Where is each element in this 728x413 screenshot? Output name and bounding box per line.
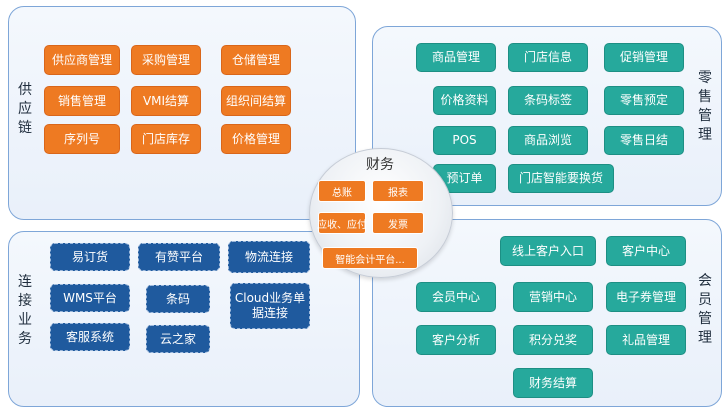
marketing-center-button[interactable]: 营销中心 bbox=[513, 282, 593, 312]
reports-button[interactable]: 报表 bbox=[372, 180, 424, 202]
warehouse-management-button[interactable]: 仓储管理 bbox=[221, 45, 291, 75]
financial-settlement-button[interactable]: 财务结算 bbox=[513, 368, 593, 398]
retail-title: 零售管理 bbox=[698, 70, 712, 143]
store-info-button[interactable]: 门店信息 bbox=[508, 43, 588, 72]
price-data-button[interactable]: 价格资料 bbox=[433, 86, 496, 115]
invoice-button[interactable]: 发票 bbox=[372, 212, 424, 234]
connect-title: 连接业务 bbox=[18, 274, 32, 347]
product-management-button[interactable]: 商品管理 bbox=[416, 43, 496, 72]
gift-management-button[interactable]: 礼品管理 bbox=[606, 325, 686, 355]
serial-number-button[interactable]: 序列号 bbox=[44, 124, 120, 154]
general-ledger-button[interactable]: 总账 bbox=[318, 180, 366, 202]
yunzhijia-button[interactable]: 云之家 bbox=[146, 325, 210, 353]
yidinghuo-button[interactable]: 易订货 bbox=[50, 243, 130, 271]
member-title: 会员管理 bbox=[698, 273, 712, 346]
retail-daily-close-button[interactable]: 零售日结 bbox=[604, 126, 684, 155]
barcode-label-button[interactable]: 条码标签 bbox=[508, 86, 588, 115]
barcode-button[interactable]: 条码 bbox=[146, 285, 210, 313]
smart-accounting-platform-button[interactable]: 智能会计平台... bbox=[322, 247, 418, 269]
product-browse-button[interactable]: 商品浏览 bbox=[508, 126, 588, 155]
pos-button[interactable]: POS bbox=[433, 126, 496, 155]
customer-analysis-button[interactable]: 客户分析 bbox=[416, 325, 496, 355]
logistics-connect-button[interactable]: 物流连接 bbox=[228, 241, 310, 273]
online-customer-portal-button[interactable]: 线上客户入口 bbox=[500, 236, 596, 266]
store-smart-exchange-button[interactable]: 门店智能要换货 bbox=[508, 164, 614, 193]
member-center-button[interactable]: 会员中心 bbox=[416, 282, 496, 312]
customer-center-button[interactable]: 客户中心 bbox=[606, 236, 686, 266]
customer-service-button[interactable]: 客服系统 bbox=[50, 323, 130, 351]
inter-org-settlement-button[interactable]: 组织间结算 bbox=[221, 86, 291, 116]
finance-title: 财务 bbox=[366, 157, 394, 173]
promotion-management-button[interactable]: 促销管理 bbox=[604, 43, 684, 72]
wms-platform-button[interactable]: WMS平台 bbox=[50, 284, 130, 312]
sales-management-button[interactable]: 销售管理 bbox=[44, 86, 120, 116]
purchase-management-button[interactable]: 采购管理 bbox=[131, 45, 201, 75]
receivable-payable-button[interactable]: 应收、应付 bbox=[317, 212, 367, 234]
supply-chain-title: 供应链 bbox=[18, 82, 32, 136]
vmi-settlement-button[interactable]: VMI结算 bbox=[131, 86, 201, 116]
youzan-platform-button[interactable]: 有赞平台 bbox=[138, 243, 220, 271]
store-inventory-button[interactable]: 门店库存 bbox=[131, 124, 201, 154]
supplier-management-button[interactable]: 供应商管理 bbox=[44, 45, 120, 75]
retail-reservation-button[interactable]: 零售预定 bbox=[604, 86, 684, 115]
e-coupon-management-button[interactable]: 电子券管理 bbox=[606, 282, 686, 312]
price-management-button[interactable]: 价格管理 bbox=[221, 124, 291, 154]
points-redemption-button[interactable]: 积分兑奖 bbox=[513, 325, 593, 355]
cloud-doc-connect-button[interactable]: Cloud业务单据连接 bbox=[230, 283, 310, 329]
